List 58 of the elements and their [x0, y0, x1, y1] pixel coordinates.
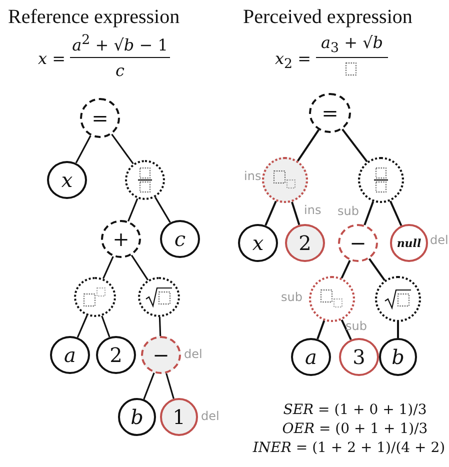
edit-operation-label: del — [201, 410, 220, 422]
tree-edge — [143, 372, 155, 400]
error-rate-formula: OER = (0 + 1 + 1)/3 — [281, 422, 429, 438]
tree-node: b — [118, 398, 156, 436]
tree-edge — [158, 316, 162, 336]
tree-node: a — [291, 338, 331, 376]
tree-edge — [389, 200, 402, 226]
tree-edge — [291, 202, 300, 226]
tree-edge — [130, 254, 149, 280]
tree-node: 1 — [160, 398, 198, 436]
expression-text: x = — [38, 50, 66, 68]
tree-node: b — [379, 338, 417, 376]
edge-label: sub — [346, 320, 367, 332]
tree-node: x — [47, 161, 87, 199]
expression-text: x$_{2}$ = — [275, 50, 312, 73]
tree-node: + — [101, 220, 141, 258]
tree-edge — [316, 320, 326, 340]
tree-edge — [397, 322, 399, 338]
error-rate-formula: INER = (1 + 2 + 1)/(4 + 2) — [252, 441, 446, 456]
heading: Perceived expression — [243, 6, 412, 28]
tree-node: a — [50, 336, 90, 374]
tree-edge — [111, 134, 134, 164]
edge-label: ins — [304, 204, 322, 216]
tree-node: = — [80, 98, 120, 138]
tree-edge — [340, 260, 351, 279]
tree-node: − — [338, 224, 378, 262]
tree-node: = — [309, 93, 351, 133]
tree-edge — [154, 196, 171, 223]
tree-edge — [340, 319, 352, 340]
tree-edge — [264, 200, 277, 226]
tree-node — [262, 157, 308, 203]
tree-node: 2 — [285, 224, 325, 262]
expression-text: a$_{3}$ + √b — [320, 34, 384, 57]
tree-edge — [76, 315, 88, 338]
tree-edge — [102, 256, 114, 279]
expression-text: c — [114, 62, 126, 80]
tree-edge — [342, 128, 368, 162]
tree-node: 3 — [339, 338, 379, 376]
tree-edge — [368, 258, 386, 281]
tree-edge — [166, 373, 174, 399]
edit-operation-label: sub — [281, 291, 302, 303]
tree-node: − — [141, 336, 181, 374]
expression-text: a$^{2}$ + √b − 1 — [71, 34, 169, 54]
edit-operation-label: del — [184, 348, 202, 360]
edit-operation-label: del — [430, 234, 448, 246]
edit-operation-label: ins — [244, 170, 262, 182]
tree-edge — [364, 201, 374, 226]
tree-edge — [75, 135, 92, 164]
tree-node: null — [390, 224, 428, 262]
tree-edge — [127, 198, 138, 222]
edge-label: sub — [338, 204, 359, 216]
tree-edge — [297, 129, 320, 162]
tree-node: c — [160, 220, 200, 258]
error-rate-formula: SER = (1 + 0 + 1)/3 — [282, 403, 428, 418]
tree-node: 2 — [96, 336, 136, 374]
tree-node: x — [238, 224, 278, 262]
tree-edge — [101, 316, 110, 338]
heading: Reference expression — [8, 6, 180, 28]
